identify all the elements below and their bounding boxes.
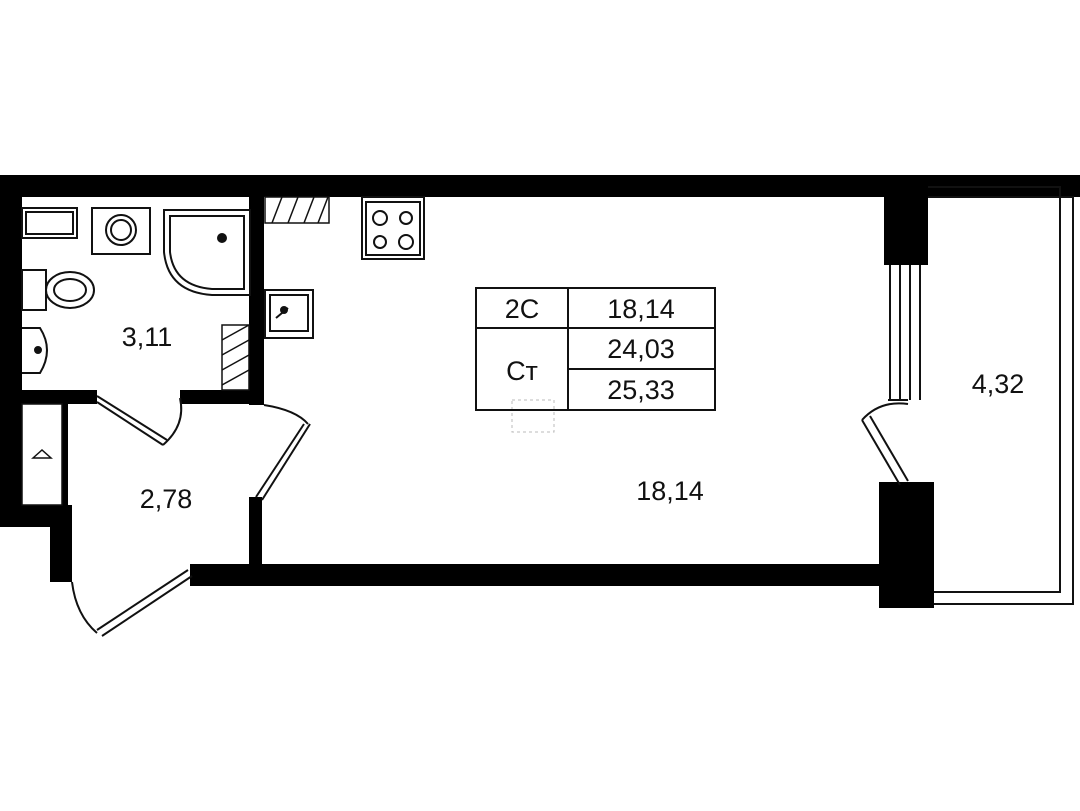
info-studio-code: Ст xyxy=(506,356,538,386)
entrance-door xyxy=(71,569,193,637)
shower-icon xyxy=(163,209,251,296)
info-type-value: 18,14 xyxy=(607,294,675,324)
info-type-code: 2С xyxy=(505,294,540,324)
vent-shaft xyxy=(264,196,330,224)
dashed-outline xyxy=(511,399,555,433)
living-area-label: 18,14 xyxy=(636,476,704,506)
room-door xyxy=(255,404,311,501)
sink-icon xyxy=(22,327,48,374)
bathroom-area-label: 3,11 xyxy=(122,322,173,352)
balcony-area-label: 4,32 xyxy=(972,369,1025,399)
washing-machine-icon xyxy=(91,207,151,255)
window xyxy=(888,265,921,401)
stove-icon xyxy=(361,196,425,260)
info-area-2: 25,33 xyxy=(607,375,675,405)
balcony-outline xyxy=(928,186,1074,605)
balcony-door xyxy=(861,402,909,486)
kitchen-sink-icon xyxy=(264,289,314,339)
bathtub-icon xyxy=(21,207,78,239)
hallway-area-label: 2,78 xyxy=(140,484,193,514)
riser-shaft xyxy=(221,324,250,391)
toilet-icon xyxy=(21,269,95,311)
closet xyxy=(21,403,63,506)
bathroom-door xyxy=(96,395,183,446)
info-box: 2С 18,14 Ст 24,03 25,33 xyxy=(475,287,716,411)
info-area-1: 24,03 xyxy=(607,334,675,364)
walls xyxy=(0,175,1080,608)
